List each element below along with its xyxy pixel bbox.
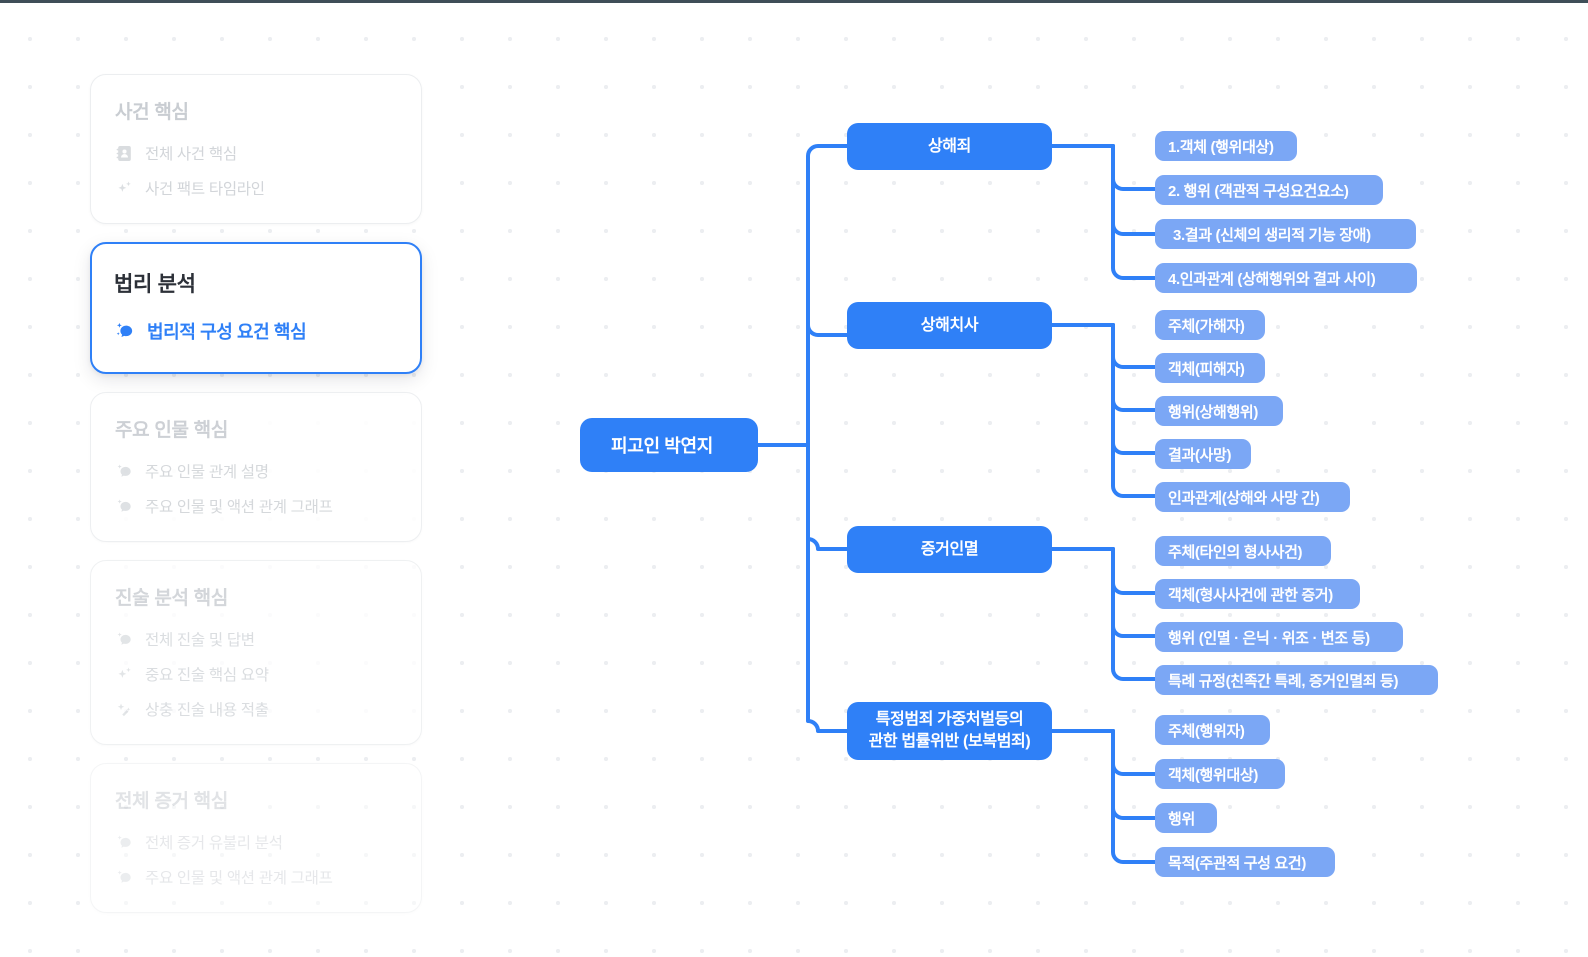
sidebar-item-label: 주요 인물 및 액션 관계 그래프 — [145, 870, 333, 887]
sidebar-item-label: 주요 인물 및 액션 관계 그래프 — [145, 499, 333, 516]
mindmap-branch-node-2[interactable]: 상해치사 — [847, 302, 1052, 349]
node-label: 행위 (인멸 · 은닉 · 위조 · 변조 등) — [1168, 629, 1370, 647]
mindmap-leaf-node[interactable]: 결과(사망) — [1155, 439, 1251, 469]
sidebar-card-legal-analysis[interactable]: 법리 분석 법리적 구성 요건 핵심 — [90, 242, 422, 374]
node-label: 1.객체 (행위대상) — [1168, 138, 1274, 156]
sparkle-icon — [115, 179, 134, 198]
node-label: 특례 규정(친족간 특례, 증거인멸죄 등) — [1168, 672, 1399, 690]
node-label: 피고인 박연지 — [611, 436, 713, 456]
contact-book-icon — [115, 144, 134, 163]
mindmap-leaf-node[interactable]: 객체(피해자) — [1155, 353, 1265, 383]
node-label: 목적(주관적 구성 요건) — [1168, 854, 1306, 872]
sidebar-item-label: 전체 사건 핵심 — [145, 146, 237, 163]
sparkle-pen-icon — [115, 700, 134, 719]
card-title: 사건 핵심 — [115, 102, 189, 123]
node-label: 객체(행위대상) — [1168, 766, 1258, 784]
chat-sparkle-icon — [114, 320, 136, 342]
sidebar-item-full-case-core[interactable]: 전체 사건 핵심 — [115, 138, 397, 168]
node-label-line-2: 관한 법률위반 (보복범죄) — [868, 733, 1031, 750]
node-label: 상해치사 — [920, 316, 979, 334]
card-title: 진술 분석 핵심 — [115, 588, 229, 609]
chat-sparkle-icon — [115, 868, 134, 887]
mindmap-leaf-node[interactable]: 3.결과 (신체의 생리적 기능 장애) — [1155, 219, 1416, 249]
node-label: 상해죄 — [927, 137, 972, 155]
sidebar-item-person-action-graph-2[interactable]: 주요 인물 및 액션 관계 그래프 — [115, 862, 397, 892]
sidebar-item-key-statement-summary[interactable]: 중요 진술 핵심 요약 — [115, 659, 397, 689]
card-title: 법리 분석 — [114, 273, 196, 296]
mindmap-leaf-node[interactable]: 객체(형사사건에 관한 증거) — [1155, 579, 1360, 609]
sidebar-item-person-action-graph[interactable]: 주요 인물 및 액션 관계 그래프 — [115, 491, 397, 521]
mindmap-root-node[interactable]: 피고인 박연지 — [580, 418, 758, 472]
sidebar-card-statement-analysis[interactable]: 진술 분석 핵심 전체 진술 및 답변 중요 진술 핵심 요약 — [90, 560, 422, 745]
mindmap-branch-node-3[interactable]: 증거인멸 — [847, 526, 1052, 573]
chat-sparkle-icon — [115, 833, 134, 852]
sidebar-item-legal-elements-core[interactable]: 법리적 구성 요건 핵심 — [114, 316, 396, 346]
chat-sparkle-icon — [115, 630, 134, 649]
sidebar-card-case-core[interactable]: 사건 핵심 전체 사건 핵심 사건 팩트 — [90, 74, 422, 224]
card-title: 전체 증거 핵심 — [115, 791, 229, 812]
node-label-line-1: 특정범죄 가중처벌등의 — [875, 711, 1024, 729]
node-label: 행위(상해행위) — [1168, 403, 1258, 421]
sidebar-card-all-evidence[interactable]: 전체 증거 핵심 전체 증거 유불리 분석 주요 인물 및 액션 관계 그래프 — [90, 763, 422, 913]
mindmap-leaf-node[interactable]: 주체(행위자) — [1155, 715, 1270, 745]
sidebar-item-label: 중요 진술 핵심 요약 — [145, 667, 269, 684]
sidebar-item-label: 사건 팩트 타임라인 — [145, 181, 265, 198]
sidebar-item-all-statements[interactable]: 전체 진술 및 답변 — [115, 624, 397, 654]
node-label: 4.인과관계 (상해행위와 결과 사이) — [1168, 270, 1376, 288]
sidebar-item-conflicting-statements[interactable]: 상충 진술 내용 적출 — [115, 694, 397, 724]
mindmap-leaf-node[interactable]: 주체(타인의 형사사건) — [1155, 536, 1331, 566]
node-label: 주체(행위자) — [1168, 722, 1245, 740]
mindmap-leaf-node[interactable]: 2. 행위 (객관적 구성요건요소) — [1155, 175, 1383, 205]
sidebar-item-label: 법리적 구성 요건 핵심 — [147, 322, 307, 342]
sidebar-item-label: 상충 진술 내용 적출 — [145, 702, 269, 719]
node-label: 주체(타인의 형사사건) — [1168, 543, 1303, 561]
sidebar-item-label: 주요 인물 관계 설명 — [145, 464, 269, 481]
node-label: 행위 — [1168, 810, 1195, 828]
mindmap-leaf-node[interactable]: 주체(가해자) — [1155, 310, 1265, 340]
mindmap-leaf-node[interactable]: 행위(상해행위) — [1155, 396, 1283, 426]
node-label: 2. 행위 (객관적 구성요건요소) — [1168, 182, 1349, 200]
node-label: 주체(가해자) — [1168, 317, 1245, 335]
sidebar-card-key-persons[interactable]: 주요 인물 핵심 주요 인물 관계 설명 주요 인물 및 액션 관계 그래프 — [90, 392, 422, 542]
mindmap-leaf-node[interactable]: 행위 (인멸 · 은닉 · 위조 · 변조 등) — [1155, 622, 1403, 652]
sidebar-item-person-relations[interactable]: 주요 인물 관계 설명 — [115, 456, 397, 486]
mindmap-leaf-node[interactable]: 4.인과관계 (상해행위와 결과 사이) — [1155, 263, 1417, 293]
node-label: 객체(형사사건에 관한 증거) — [1168, 586, 1333, 604]
chat-sparkle-icon — [115, 497, 134, 516]
mindmap-branch-node-4[interactable]: 특정범죄 가중처벌등의 관한 법률위반 (보복범죄) — [847, 702, 1052, 760]
sidebar-item-fact-timeline[interactable]: 사건 팩트 타임라인 — [115, 173, 397, 203]
chat-sparkle-icon — [115, 462, 134, 481]
node-label: 증거인멸 — [920, 540, 979, 558]
node-label: 3.결과 (신체의 생리적 기능 장애) — [1173, 226, 1371, 244]
sidebar-item-label: 전체 진술 및 답변 — [145, 632, 255, 649]
mindmap-leaf-node[interactable]: 목적(주관적 구성 요건) — [1155, 847, 1335, 877]
sparkle-icon — [115, 665, 134, 684]
mindmap-leaf-node[interactable]: 특례 규정(친족간 특례, 증거인멸죄 등) — [1155, 665, 1438, 695]
mindmap-leaf-node[interactable]: 인과관계(상해와 사망 간) — [1155, 482, 1350, 512]
node-label: 객체(피해자) — [1168, 360, 1245, 378]
mindmap-leaf-node[interactable]: 객체(행위대상) — [1155, 759, 1285, 789]
sidebar-item-evidence-advantage-analysis[interactable]: 전체 증거 유불리 분석 — [115, 827, 397, 857]
mindmap-leaf-node[interactable]: 행위 — [1155, 803, 1217, 833]
mindmap-branch-node-1[interactable]: 상해죄 — [847, 123, 1052, 170]
top-strip — [0, 0, 1588, 3]
mindmap-leaf-node[interactable]: 1.객체 (행위대상) — [1155, 131, 1297, 161]
node-label: 인과관계(상해와 사망 간) — [1168, 489, 1320, 507]
card-title: 주요 인물 핵심 — [115, 420, 229, 441]
sidebar: 사건 핵심 전체 사건 핵심 사건 팩트 — [90, 74, 422, 931]
node-label: 결과(사망) — [1168, 446, 1232, 464]
sidebar-item-label: 전체 증거 유불리 분석 — [145, 835, 283, 852]
